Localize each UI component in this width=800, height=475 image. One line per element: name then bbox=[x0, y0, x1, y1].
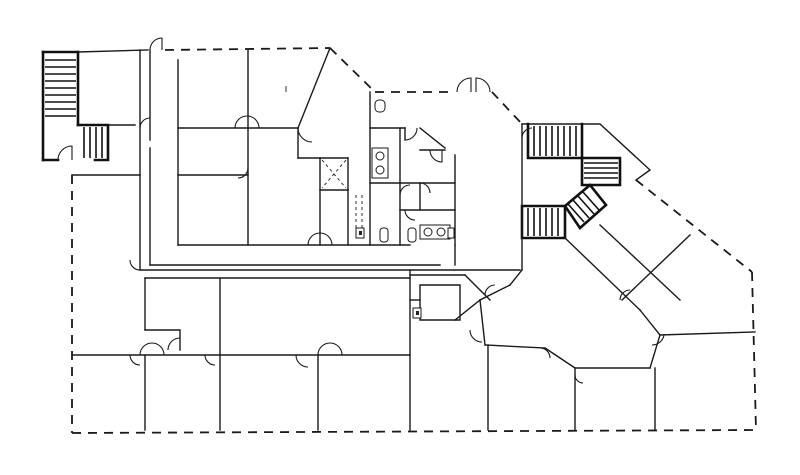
lobby-utility-rooms bbox=[409, 274, 496, 321]
door-swing bbox=[204, 354, 216, 366]
sink-basin bbox=[436, 227, 446, 237]
door-swing bbox=[651, 334, 665, 346]
toilet-fixture bbox=[374, 99, 386, 113]
toilet-fixture bbox=[379, 227, 389, 243]
door-swing bbox=[539, 347, 551, 359]
door-swing bbox=[295, 354, 309, 368]
stair-northwest bbox=[41, 50, 110, 162]
door-swing bbox=[475, 77, 491, 93]
door-swing bbox=[234, 115, 260, 129]
door-swing bbox=[619, 289, 631, 301]
door-swing bbox=[129, 354, 141, 366]
sink-basin bbox=[423, 227, 433, 237]
restroom-core bbox=[319, 91, 456, 246]
door-swing bbox=[429, 149, 443, 163]
sink-basin bbox=[375, 151, 385, 161]
door-swing bbox=[139, 117, 151, 129]
door-swing bbox=[574, 374, 584, 384]
door-swing bbox=[399, 184, 411, 196]
door-swing bbox=[317, 342, 343, 356]
door-swing bbox=[469, 329, 483, 343]
door-swing bbox=[57, 145, 73, 161]
stair-east bbox=[520, 122, 652, 240]
door-swing bbox=[297, 127, 313, 143]
door-swing bbox=[456, 77, 472, 93]
upper-office-block bbox=[177, 47, 411, 246]
door-swing bbox=[139, 342, 165, 356]
exterior-boundary bbox=[71, 47, 757, 434]
door-swing bbox=[484, 284, 496, 296]
door-swing bbox=[129, 259, 141, 271]
south-office-block bbox=[71, 277, 411, 431]
southeast-wing bbox=[469, 224, 756, 431]
door-swing bbox=[237, 167, 249, 179]
main-entry-doors bbox=[456, 77, 491, 93]
door-swing bbox=[149, 37, 163, 51]
sink-basin bbox=[375, 165, 385, 175]
fixture bbox=[447, 227, 455, 239]
toilet-fixture bbox=[407, 227, 417, 243]
door-swing bbox=[167, 337, 181, 351]
door-swing bbox=[404, 209, 416, 221]
corridor-walls bbox=[129, 123, 523, 431]
left-wing-walls bbox=[71, 37, 163, 271]
door-swing bbox=[419, 182, 431, 194]
door-swing bbox=[404, 127, 418, 141]
